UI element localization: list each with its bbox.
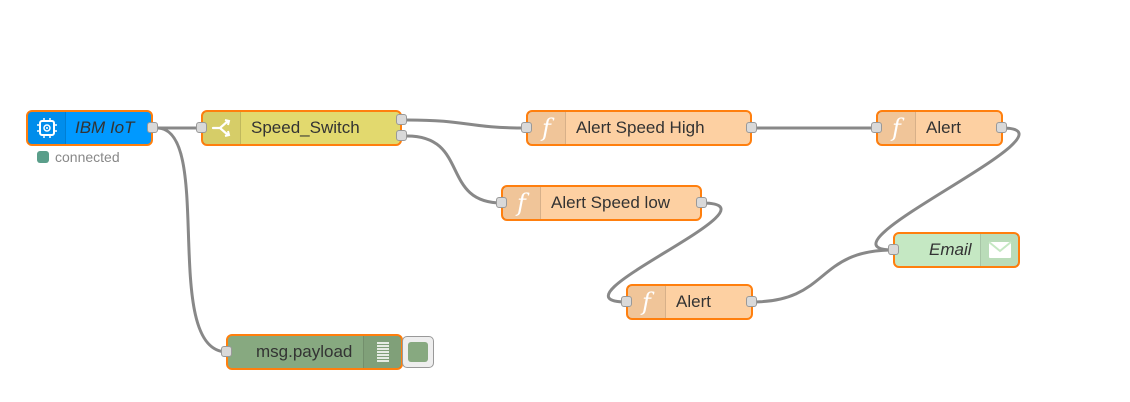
alert-speed-low-node[interactable]: f Alert Speed low xyxy=(501,185,702,221)
ibm-iot-output-port[interactable] xyxy=(147,122,158,133)
speed-switch-node[interactable]: Speed_Switch xyxy=(201,110,402,146)
alert-speed-high-output-port[interactable] xyxy=(746,122,757,133)
wire-alert-bottom-to-email[interactable] xyxy=(751,248,894,304)
debug-list-icon xyxy=(363,336,401,368)
debug-node[interactable]: msg.payload xyxy=(226,334,403,370)
email-label: Email xyxy=(929,240,972,259)
status-connected-icon xyxy=(37,151,49,163)
email-node[interactable]: Email xyxy=(893,232,1020,268)
alert-bottom-output-port[interactable] xyxy=(746,296,757,307)
debug-toggle-indicator xyxy=(408,342,428,362)
alert-bottom-input-port[interactable] xyxy=(621,296,632,307)
alert-speed-low-output-port[interactable] xyxy=(696,197,707,208)
ibm-iot-chip-icon xyxy=(28,112,66,144)
switch-icon xyxy=(203,112,241,144)
wire-switch-to-alert-speed-high[interactable] xyxy=(406,118,528,130)
alert-top-label: Alert xyxy=(926,118,961,137)
speed-switch-input-port[interactable] xyxy=(196,122,207,133)
alert-top-output-port[interactable] xyxy=(996,122,1007,133)
debug-input-port[interactable] xyxy=(221,346,232,357)
function-icon: f xyxy=(503,187,541,219)
ibm-iot-label: IBM IoT xyxy=(75,118,135,137)
ibm-iot-status: connected xyxy=(37,149,120,165)
debug-toggle-button[interactable] xyxy=(402,336,434,368)
alert-speed-low-label: Alert Speed low xyxy=(551,193,671,212)
wire-ibmiot-to-debug[interactable] xyxy=(156,126,228,354)
speed-switch-output-port-1[interactable] xyxy=(396,114,407,125)
wire-switch-to-alert-speed-low[interactable] xyxy=(406,134,503,205)
wire-alert-speed-low-to-alert[interactable] xyxy=(606,201,723,304)
ibm-iot-node[interactable]: IBM IoT xyxy=(26,110,153,146)
alert-speed-high-node[interactable]: f Alert Speed High xyxy=(526,110,752,146)
wire-alert-top-to-email[interactable] xyxy=(874,126,1021,252)
alert-speed-low-input-port[interactable] xyxy=(496,197,507,208)
debug-label: msg.payload xyxy=(256,342,353,361)
speed-switch-output-port-2[interactable] xyxy=(396,130,407,141)
alert-top-input-port[interactable] xyxy=(871,122,882,133)
envelope-icon xyxy=(980,234,1018,266)
email-input-port[interactable] xyxy=(888,244,899,255)
function-icon: f xyxy=(628,286,666,318)
alert-bottom-label: Alert xyxy=(676,292,711,311)
alert-top-node[interactable]: f Alert xyxy=(876,110,1003,146)
ibm-iot-status-text: connected xyxy=(55,149,120,165)
alert-bottom-node[interactable]: f Alert xyxy=(626,284,753,320)
alert-speed-high-label: Alert Speed High xyxy=(576,118,705,137)
function-icon: f xyxy=(878,112,916,144)
alert-speed-high-input-port[interactable] xyxy=(521,122,532,133)
speed-switch-label: Speed_Switch xyxy=(251,118,360,137)
function-icon: f xyxy=(528,112,566,144)
